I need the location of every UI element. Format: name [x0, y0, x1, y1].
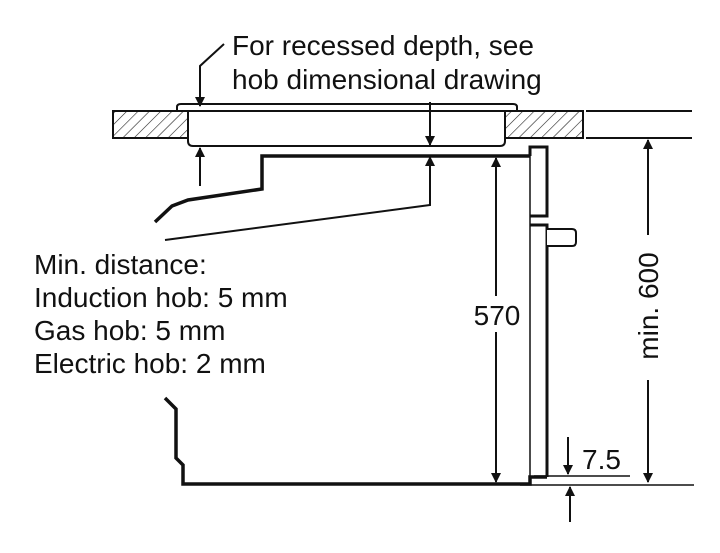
worktop-right — [504, 110, 584, 139]
min-distance-title: Min. distance: — [34, 249, 207, 280]
oven-door-upper — [528, 145, 549, 218]
worktop-left — [112, 110, 189, 139]
min-distance-electric: Electric hob: 2 mm — [34, 348, 266, 379]
min-distance-induction: Induction hob: 5 mm — [34, 282, 288, 313]
recess-note-line2: hob dimensional drawing — [232, 64, 542, 95]
min-distance-gas: Gas hob: 5 mm — [34, 315, 225, 346]
oven-bottom — [163, 396, 547, 486]
offset-label: 7.5 — [582, 444, 621, 475]
recess-leader — [195, 43, 225, 107]
hob-body — [187, 110, 506, 147]
recess-note-line1: For recessed depth, see — [232, 30, 534, 61]
gap-arrow-up — [164, 156, 435, 241]
height-600-label: min. 600 — [633, 252, 664, 359]
oven-knob — [547, 228, 577, 247]
oven-door-lower — [530, 223, 549, 477]
oven-top — [153, 154, 530, 224]
hob-rim — [176, 103, 518, 111]
height-570-label: 570 — [474, 300, 521, 331]
